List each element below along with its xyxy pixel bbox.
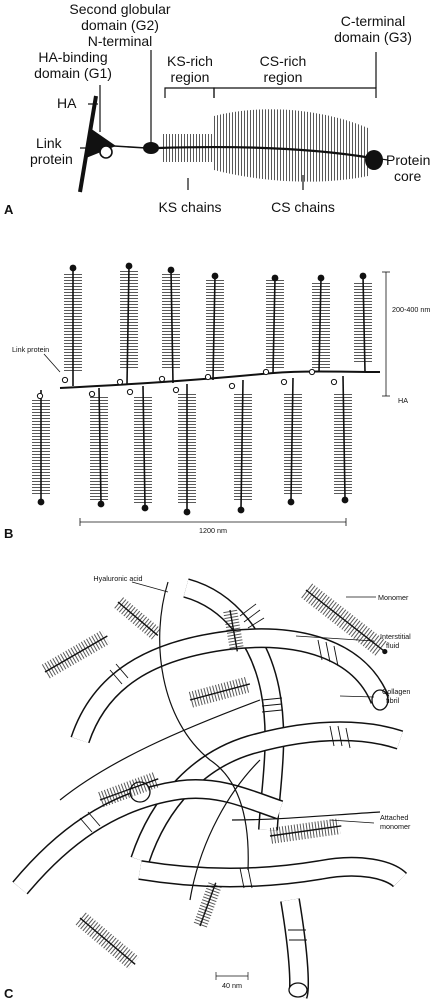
panel-a: Second globular domain (G2) N-terminal H…	[4, 1, 430, 217]
monomer-up	[354, 272, 372, 373]
monomer-up	[312, 274, 330, 373]
monomers-down	[32, 375, 352, 516]
label-attached-2: monomer	[380, 822, 411, 831]
g3-domain	[365, 150, 383, 170]
monomer-down	[134, 385, 152, 512]
dimension-lines	[43, 271, 390, 526]
attached-monomer	[74, 911, 139, 970]
region-brackets	[80, 50, 389, 190]
monomer-down	[32, 390, 50, 506]
attached-monomer	[97, 771, 160, 808]
label-n-terminal: N-terminal	[88, 33, 153, 49]
leader-lines	[131, 581, 376, 980]
label-link-1: Link	[36, 135, 63, 151]
monomer-down	[334, 375, 352, 504]
g2-domain	[143, 142, 159, 154]
panel-c: Hyaluronic acid Monomer Interstitial flu…	[4, 574, 411, 1001]
fibril-banding	[79, 603, 351, 941]
g1-domain	[86, 128, 116, 158]
monomer-down	[90, 387, 108, 508]
label-hyaluronic-acid: Hyaluronic acid	[93, 574, 142, 583]
label-attached-1: Attached	[380, 813, 408, 822]
label-second-globular-1: Second globular	[69, 1, 171, 17]
label-c-terminal-1: C-terminal	[341, 13, 406, 29]
label-link-protein: Link protein	[12, 345, 49, 354]
collagen-fibrils	[12, 578, 408, 999]
panel-b: Link protein 200-400 nm HA 1200 nm B	[4, 262, 430, 541]
panel-letter-b: B	[4, 526, 13, 541]
label-ha-b: HA	[398, 396, 408, 405]
label-monomer: Monomer	[378, 593, 409, 602]
label-ha-binding-2: domain (G1)	[34, 65, 112, 81]
label-cs-chains: CS chains	[271, 199, 335, 215]
label-c-terminal-2: domain (G3)	[334, 29, 412, 45]
attached-monomer	[193, 882, 222, 929]
attached-monomer	[268, 818, 342, 844]
monomer-down	[178, 384, 196, 516]
label-collagen-1: Collagen	[382, 687, 410, 696]
label-link-2: protein	[30, 151, 73, 167]
label-ks-rich-1: KS-rich	[167, 53, 213, 69]
attached-monomers	[41, 596, 342, 970]
attached-monomer	[187, 676, 251, 708]
label-protein-core-2: core	[394, 168, 421, 184]
label-second-globular-2: domain (G2)	[81, 17, 159, 33]
label-cs-rich-2: region	[264, 69, 303, 85]
link-protein-circle	[99, 145, 113, 159]
label-interstitial-1: Interstitial	[380, 632, 411, 641]
label-ha: HA	[57, 95, 77, 111]
attached-monomer	[223, 608, 244, 652]
panel-letter-c: C	[4, 986, 14, 1001]
monomer-down	[234, 379, 252, 514]
panel-letter-a: A	[4, 202, 14, 217]
monomer-up	[162, 266, 180, 384]
monomers-up	[64, 262, 372, 386]
monomer-up	[206, 272, 224, 381]
label-interstitial-2: fluid	[386, 641, 399, 650]
monomer-up	[120, 262, 138, 385]
ks-chains-bristles	[162, 134, 214, 162]
link-protein-circles	[36, 368, 338, 400]
label-protein-core-1: Protein	[386, 152, 430, 168]
label-scale: 40 nm	[222, 981, 242, 990]
label-ks-chains: KS chains	[158, 199, 221, 215]
hyaluronic-acid-strands	[59, 581, 381, 901]
label-collagen-2: fibril	[386, 696, 400, 705]
attached-monomer	[41, 630, 110, 679]
label-ks-rich-2: region	[171, 69, 210, 85]
label-ha-binding-1: HA-binding	[38, 49, 107, 65]
monomer-down	[284, 377, 302, 506]
label-cs-rich-1: CS-rich	[260, 53, 307, 69]
cs-chains-bristles	[214, 109, 368, 182]
label-height: 200-400 nm	[392, 305, 430, 314]
attached-monomer	[113, 596, 161, 640]
free-monomer	[300, 582, 388, 657]
label-width: 1200 nm	[199, 526, 227, 535]
monomer-up	[266, 274, 284, 375]
monomer-up	[64, 264, 82, 386]
